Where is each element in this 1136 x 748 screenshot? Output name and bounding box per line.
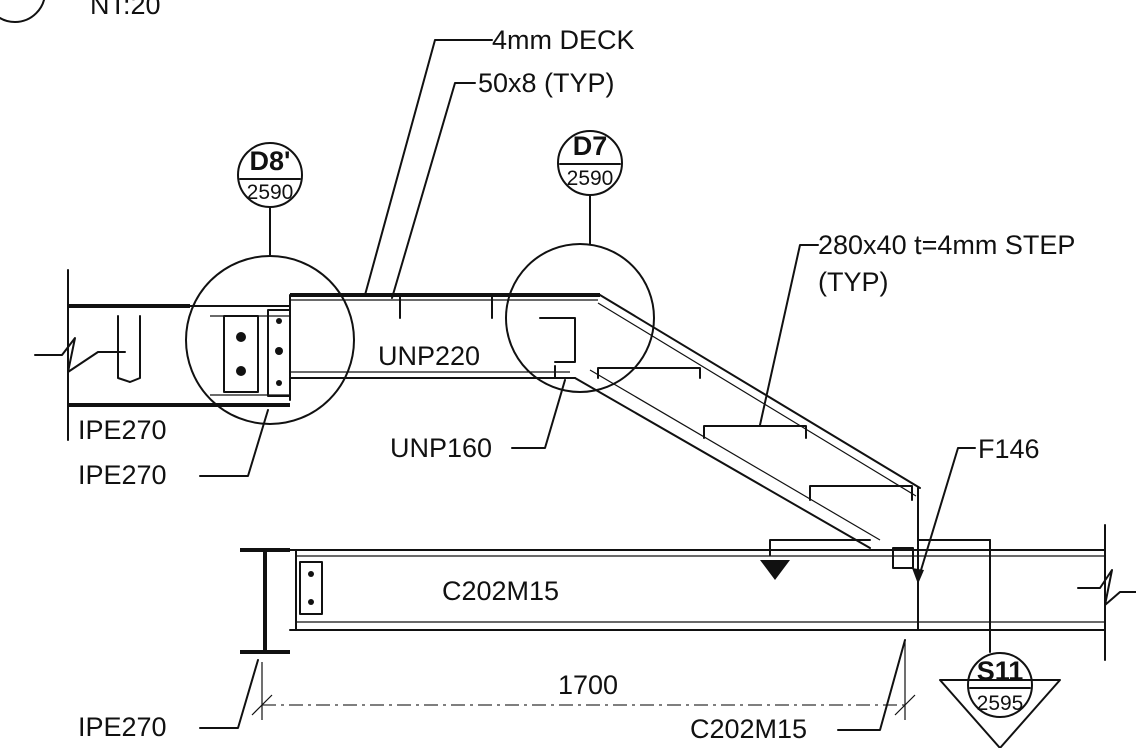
label-c202m15: C202M15 (690, 714, 807, 744)
dimension-1700: 1700 (558, 670, 618, 700)
label-unp160: UNP160 (390, 433, 492, 463)
label-f146: F146 (978, 434, 1040, 464)
callout-d7-tag: D7 (573, 131, 608, 161)
bolt-icon (236, 332, 246, 342)
callout-s11[interactable]: S11 2595 (939, 652, 1061, 748)
leader-ipe270-b: IPE270 (78, 409, 269, 490)
callout-d7-sheet: 2590 (567, 167, 614, 190)
leader-ipe270-c: IPE270 (78, 659, 259, 742)
callout-s11-sheet: 2595 (977, 692, 1024, 715)
label-step: 280x40 t=4mm STEP (818, 230, 1075, 260)
leader-deck: 4mm DECK (364, 25, 635, 296)
c202m15-lower-beam (240, 524, 1136, 661)
end-plate-connection (223, 309, 291, 397)
callout-d8-tag: D8' (250, 146, 291, 176)
leader-unp160: UNP160 (390, 379, 566, 463)
title-marker: NT:20 (0, 0, 161, 23)
label-step-typ: (TYP) (818, 267, 889, 297)
ipe270-upper-beam (34, 269, 291, 441)
label-deck: 4mm DECK (492, 25, 635, 55)
leader-step: 280x40 t=4mm STEP (TYP) (759, 230, 1075, 426)
callout-d8-sheet: 2590 (247, 181, 294, 204)
stair-stringer (574, 294, 921, 631)
dimension-span: 1700 (251, 640, 916, 720)
scale-title: NT:20 (90, 0, 161, 20)
callout-s11-tag: S11 (977, 656, 1024, 686)
label-c202m15-beam: C202M15 (442, 576, 559, 606)
unp220-landing-beam (289, 293, 600, 401)
leader-c202m15: C202M15 (690, 639, 906, 744)
label-flat-bar: 50x8 (TYP) (478, 68, 615, 98)
bolt-icon (236, 366, 246, 376)
callout-d8[interactable]: D8' 2590 (185, 142, 355, 425)
label-ipe270-a: IPE270 (78, 415, 167, 445)
callout-d7[interactable]: D7 2590 (505, 130, 655, 393)
label-unp220: UNP220 (378, 341, 480, 371)
label-ipe270-c: IPE270 (78, 712, 167, 742)
leader-f146: F146 (912, 434, 1040, 584)
leader-flat-bar: 50x8 (TYP) (391, 68, 615, 299)
label-ipe270-b: IPE270 (78, 460, 167, 490)
